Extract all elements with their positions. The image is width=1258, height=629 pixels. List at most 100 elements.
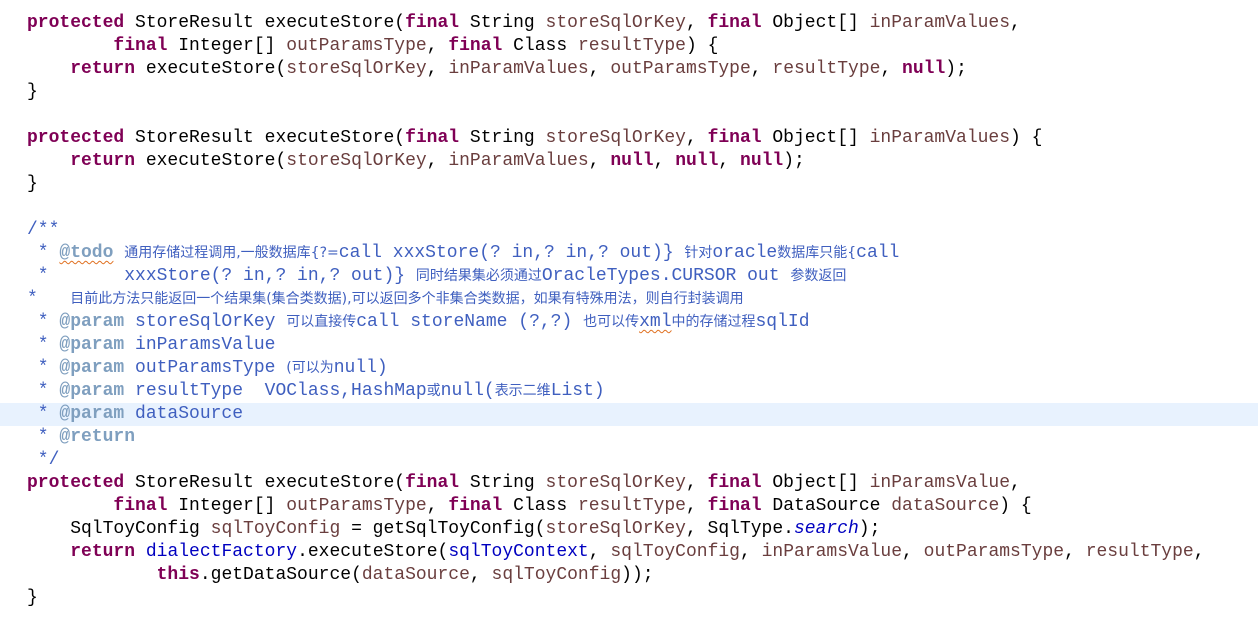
comment-cjk-text: 或 — [426, 383, 441, 399]
code-line[interactable]: final Integer[] outParamsType, final Cla… — [0, 35, 1258, 58]
code-text: , — [426, 151, 449, 171]
comment-text: sqlId — [755, 312, 810, 332]
code-text: ); — [783, 151, 805, 171]
variable: sqlToyConfig — [610, 542, 740, 562]
code-line[interactable]: return executeStore(storeSqlOrKey, inPar… — [0, 150, 1258, 173]
code-line[interactable]: final Integer[] outParamsType, final Cla… — [0, 495, 1258, 518]
keyword: null — [740, 151, 784, 171]
comment-text: OracleTypes.CURSOR out — [541, 266, 791, 286]
code-text: Object[] — [761, 13, 870, 33]
code-text: String — [459, 473, 546, 493]
code-text: ) { — [999, 496, 1032, 516]
code-line[interactable]: * @param resultType VOClass,HashMap或null… — [0, 380, 1258, 403]
keyword: null — [610, 151, 654, 171]
code-text: StoreResult executeStore( — [124, 473, 406, 493]
code-text: Class — [502, 36, 578, 56]
code-line[interactable]: SqlToyConfig sqlToyConfig = getSqlToyCon… — [0, 518, 1258, 541]
code-text: Class — [502, 496, 578, 516]
code-text: , — [685, 473, 708, 493]
code-line[interactable]: this.getDataSource(dataSource, sqlToyCon… — [0, 564, 1258, 587]
code-line[interactable]: } — [0, 173, 1258, 196]
code-text: executeStore( — [135, 59, 287, 79]
comment-cjk-text: 针对 — [684, 245, 713, 261]
code-line[interactable]: /** — [0, 219, 1258, 242]
code-line[interactable] — [0, 104, 1258, 127]
code-line[interactable]: } — [0, 81, 1258, 104]
comment-text: call — [856, 243, 900, 263]
comment-text — [113, 243, 124, 263]
code-text: , — [588, 542, 611, 562]
comment-text: outParamsType — [124, 358, 287, 378]
code-line[interactable]: * 目前此方法只能返回一个结果集(集合类数据),可以返回多个非集合类数据，如果有… — [0, 288, 1258, 311]
code-text: , — [426, 496, 449, 516]
code-text: Integer[] — [167, 36, 287, 56]
comment-text: List) — [550, 381, 605, 401]
code-line[interactable]: * @param storeSqlOrKey 可以直接传call storeNa… — [0, 311, 1258, 334]
code-line[interactable]: protected StoreResult executeStore(final… — [0, 12, 1258, 35]
code-line[interactable]: protected StoreResult executeStore(final… — [0, 472, 1258, 495]
code-line[interactable]: return dialectFactory.executeStore(sqlTo… — [0, 541, 1258, 564]
code-text: , — [426, 36, 449, 56]
variable: resultType — [577, 36, 686, 56]
code-line[interactable]: * xxxStore(? in,? in,? out)} 同时结果集必须通过Or… — [0, 265, 1258, 288]
keyword: final — [405, 128, 460, 148]
code-line[interactable]: * @param inParamsValue — [0, 334, 1258, 357]
keyword: return — [70, 151, 136, 171]
javadoc-tag: @param — [59, 381, 125, 401]
comment-text: storeSqlOrKey — [124, 312, 287, 332]
code-text: String — [459, 13, 546, 33]
javadoc-tag: @param — [59, 404, 125, 424]
code-text: , — [653, 151, 676, 171]
code-line[interactable] — [0, 196, 1258, 219]
code-text: , — [469, 565, 492, 585]
code-text — [27, 542, 70, 562]
comment-text: * — [27, 427, 60, 447]
code-text: , — [685, 128, 708, 148]
code-editor[interactable]: protected StoreResult executeStore(final… — [0, 12, 1258, 610]
code-line[interactable]: } — [0, 587, 1258, 610]
code-line[interactable]: * @return — [0, 426, 1258, 449]
comment-text: * — [27, 243, 60, 263]
keyword: return — [70, 542, 136, 562]
code-text: , — [1064, 542, 1086, 562]
code-line-current[interactable]: * @param dataSource — [0, 403, 1258, 426]
comment-text: * — [27, 289, 71, 309]
code-line[interactable]: * @param outParamsType (可以为null) — [0, 357, 1258, 380]
static-field: search — [793, 519, 859, 539]
keyword: protected — [27, 473, 125, 493]
variable: inParamsValue — [869, 473, 1011, 493]
variable: inParamValues — [448, 59, 589, 79]
comment-text: * — [27, 358, 60, 378]
variable: inParamsValue — [761, 542, 903, 562]
keyword: return — [70, 59, 136, 79]
keyword: this — [156, 565, 200, 585]
keyword: protected — [27, 13, 125, 33]
code-text: } — [27, 174, 38, 194]
javadoc-tag: @param — [59, 335, 125, 355]
variable: dataSource — [891, 496, 1000, 516]
code-text: , — [588, 151, 611, 171]
comment-text: * — [27, 312, 60, 332]
comment-cjk-text: 可以直接传 — [286, 314, 357, 330]
code-line[interactable]: */ — [0, 449, 1258, 472]
code-text — [27, 59, 70, 79]
code-text — [27, 565, 157, 585]
keyword: final — [707, 496, 762, 516]
comment-text-spellcheck: xml — [639, 312, 672, 332]
comment-cjk-text: 也可以传 — [583, 314, 640, 330]
comment-cjk-text: 表示二维 — [494, 383, 551, 399]
comment-text: /** — [27, 220, 60, 240]
comment-text: dataSource — [124, 404, 244, 424]
code-line[interactable]: * @todo 通用存储过程调用,一般数据库{?=call xxxStore(?… — [0, 242, 1258, 265]
code-text: = getSqlToyConfig( — [340, 519, 546, 539]
code-text: ) { — [1010, 128, 1043, 148]
comment-text: null( — [440, 381, 495, 401]
variable: storeSqlOrKey — [545, 128, 686, 148]
comment-text: * — [27, 381, 60, 401]
code-text: , — [902, 542, 924, 562]
code-line[interactable]: protected StoreResult executeStore(final… — [0, 127, 1258, 150]
comment-text: inParamsValue — [124, 335, 276, 355]
comment-cjk-text: 中的存储过程 — [671, 314, 756, 330]
code-line[interactable]: return executeStore(storeSqlOrKey, inPar… — [0, 58, 1258, 81]
comment-text: null) — [333, 358, 388, 378]
